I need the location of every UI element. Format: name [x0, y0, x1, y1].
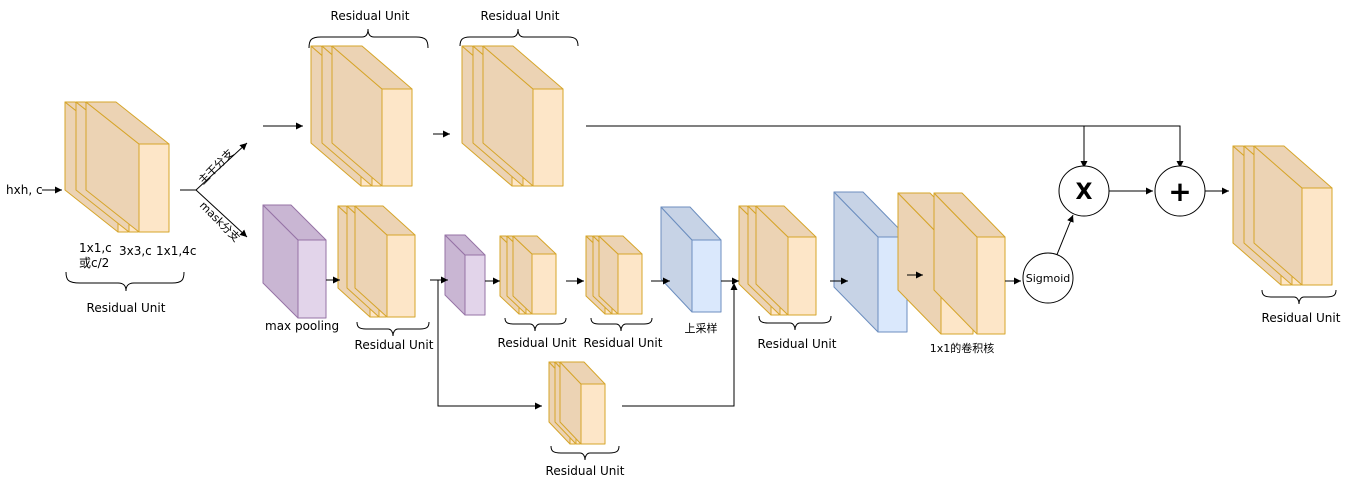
residual-unit-skip-label: Residual Unit: [546, 464, 625, 478]
brace-mask-unit-2: [504, 317, 567, 332]
brace-trunk-unit-2: [459, 28, 579, 47]
skip-down-arrow: [437, 280, 542, 410]
residual-unit-mask-1-label: Residual Unit: [355, 338, 434, 352]
trunk-residual-2-slab-3-front: [532, 88, 564, 187]
trunk-branch-arrow: [195, 142, 248, 191]
mask-residual-4-slab-3-front: [787, 236, 817, 316]
max-pooling-label: max pooling: [265, 319, 339, 333]
layer2-label: 3x3,c: [119, 244, 152, 258]
brace-mask-unit-3: [590, 317, 653, 332]
layer1-alt-label: 或c/2: [79, 256, 109, 270]
mask-residual-1-slab-3-front: [386, 234, 416, 318]
brace-mask-unit-1: [356, 321, 430, 337]
residual-unit-trunk-1-label: Residual Unit: [331, 9, 410, 23]
max-pool-1-front: [297, 239, 327, 319]
input-residual-slab-3-front: [138, 143, 170, 233]
sigmoid-to-multiply-arrow: [1053, 214, 1074, 263]
skip-residual-slab-3-front: [580, 383, 606, 445]
multiply-label: X: [1076, 180, 1093, 205]
mask-residual-3-slab-3-front: [617, 253, 643, 315]
brace-trunk-unit-1: [308, 28, 429, 49]
trunk-residual-1-slab-3-front: [381, 88, 413, 187]
mask-residual-2-slab-3-front: [531, 253, 557, 315]
conv1x1-label: 1x1的卷积核: [930, 341, 995, 355]
sigmoid-label: Sigmoid: [1026, 272, 1071, 285]
mask-branch-arrow: [195, 189, 248, 238]
add-node: [1154, 165, 1206, 217]
mask-branch-label: mask分支: [197, 199, 243, 245]
conv1x1-block-2-front: [976, 236, 1006, 335]
residual-unit-mask-2-label: Residual Unit: [498, 336, 577, 350]
brace-left-unit: [65, 271, 185, 292]
brace-skip-unit: [550, 445, 620, 461]
brackets: [65, 28, 1337, 461]
input-label: hxh, c: [6, 183, 43, 197]
layer3-label: 1x1,4c: [156, 244, 196, 258]
add-label: +: [1168, 175, 1191, 208]
layer1-label: 1x1,c: [79, 241, 112, 255]
residual-unit-left-label: Residual Unit: [87, 301, 166, 315]
residual-unit-output-label: Residual Unit: [1262, 311, 1341, 325]
brace-mask-unit-4: [758, 315, 832, 331]
residual-unit-mask-3-label: Residual Unit: [584, 336, 663, 350]
connectors: [42, 122, 1229, 410]
max-pool-2-front: [464, 254, 486, 316]
trunk-branch-label: 主干分支: [196, 147, 236, 187]
upsample-label: 上采样: [685, 321, 718, 335]
multiply-node: [1058, 165, 1110, 217]
feature-blocks: [64, 45, 1333, 445]
upsample-1-front: [691, 239, 722, 313]
trunk-to-multiply-arrow: [586, 125, 1088, 168]
operators: Sigmoid X +: [1022, 165, 1206, 304]
residual-unit-trunk-2-label: Residual Unit: [481, 9, 560, 23]
output-residual-slab-3-front: [1301, 187, 1333, 286]
sigmoid-node: [1022, 252, 1074, 304]
skip-up-arrow: [622, 283, 738, 407]
residual-unit-mask-4-label: Residual Unit: [758, 337, 837, 351]
trunk-to-add-arrow: [1084, 125, 1184, 168]
brace-output-unit: [1261, 289, 1337, 305]
